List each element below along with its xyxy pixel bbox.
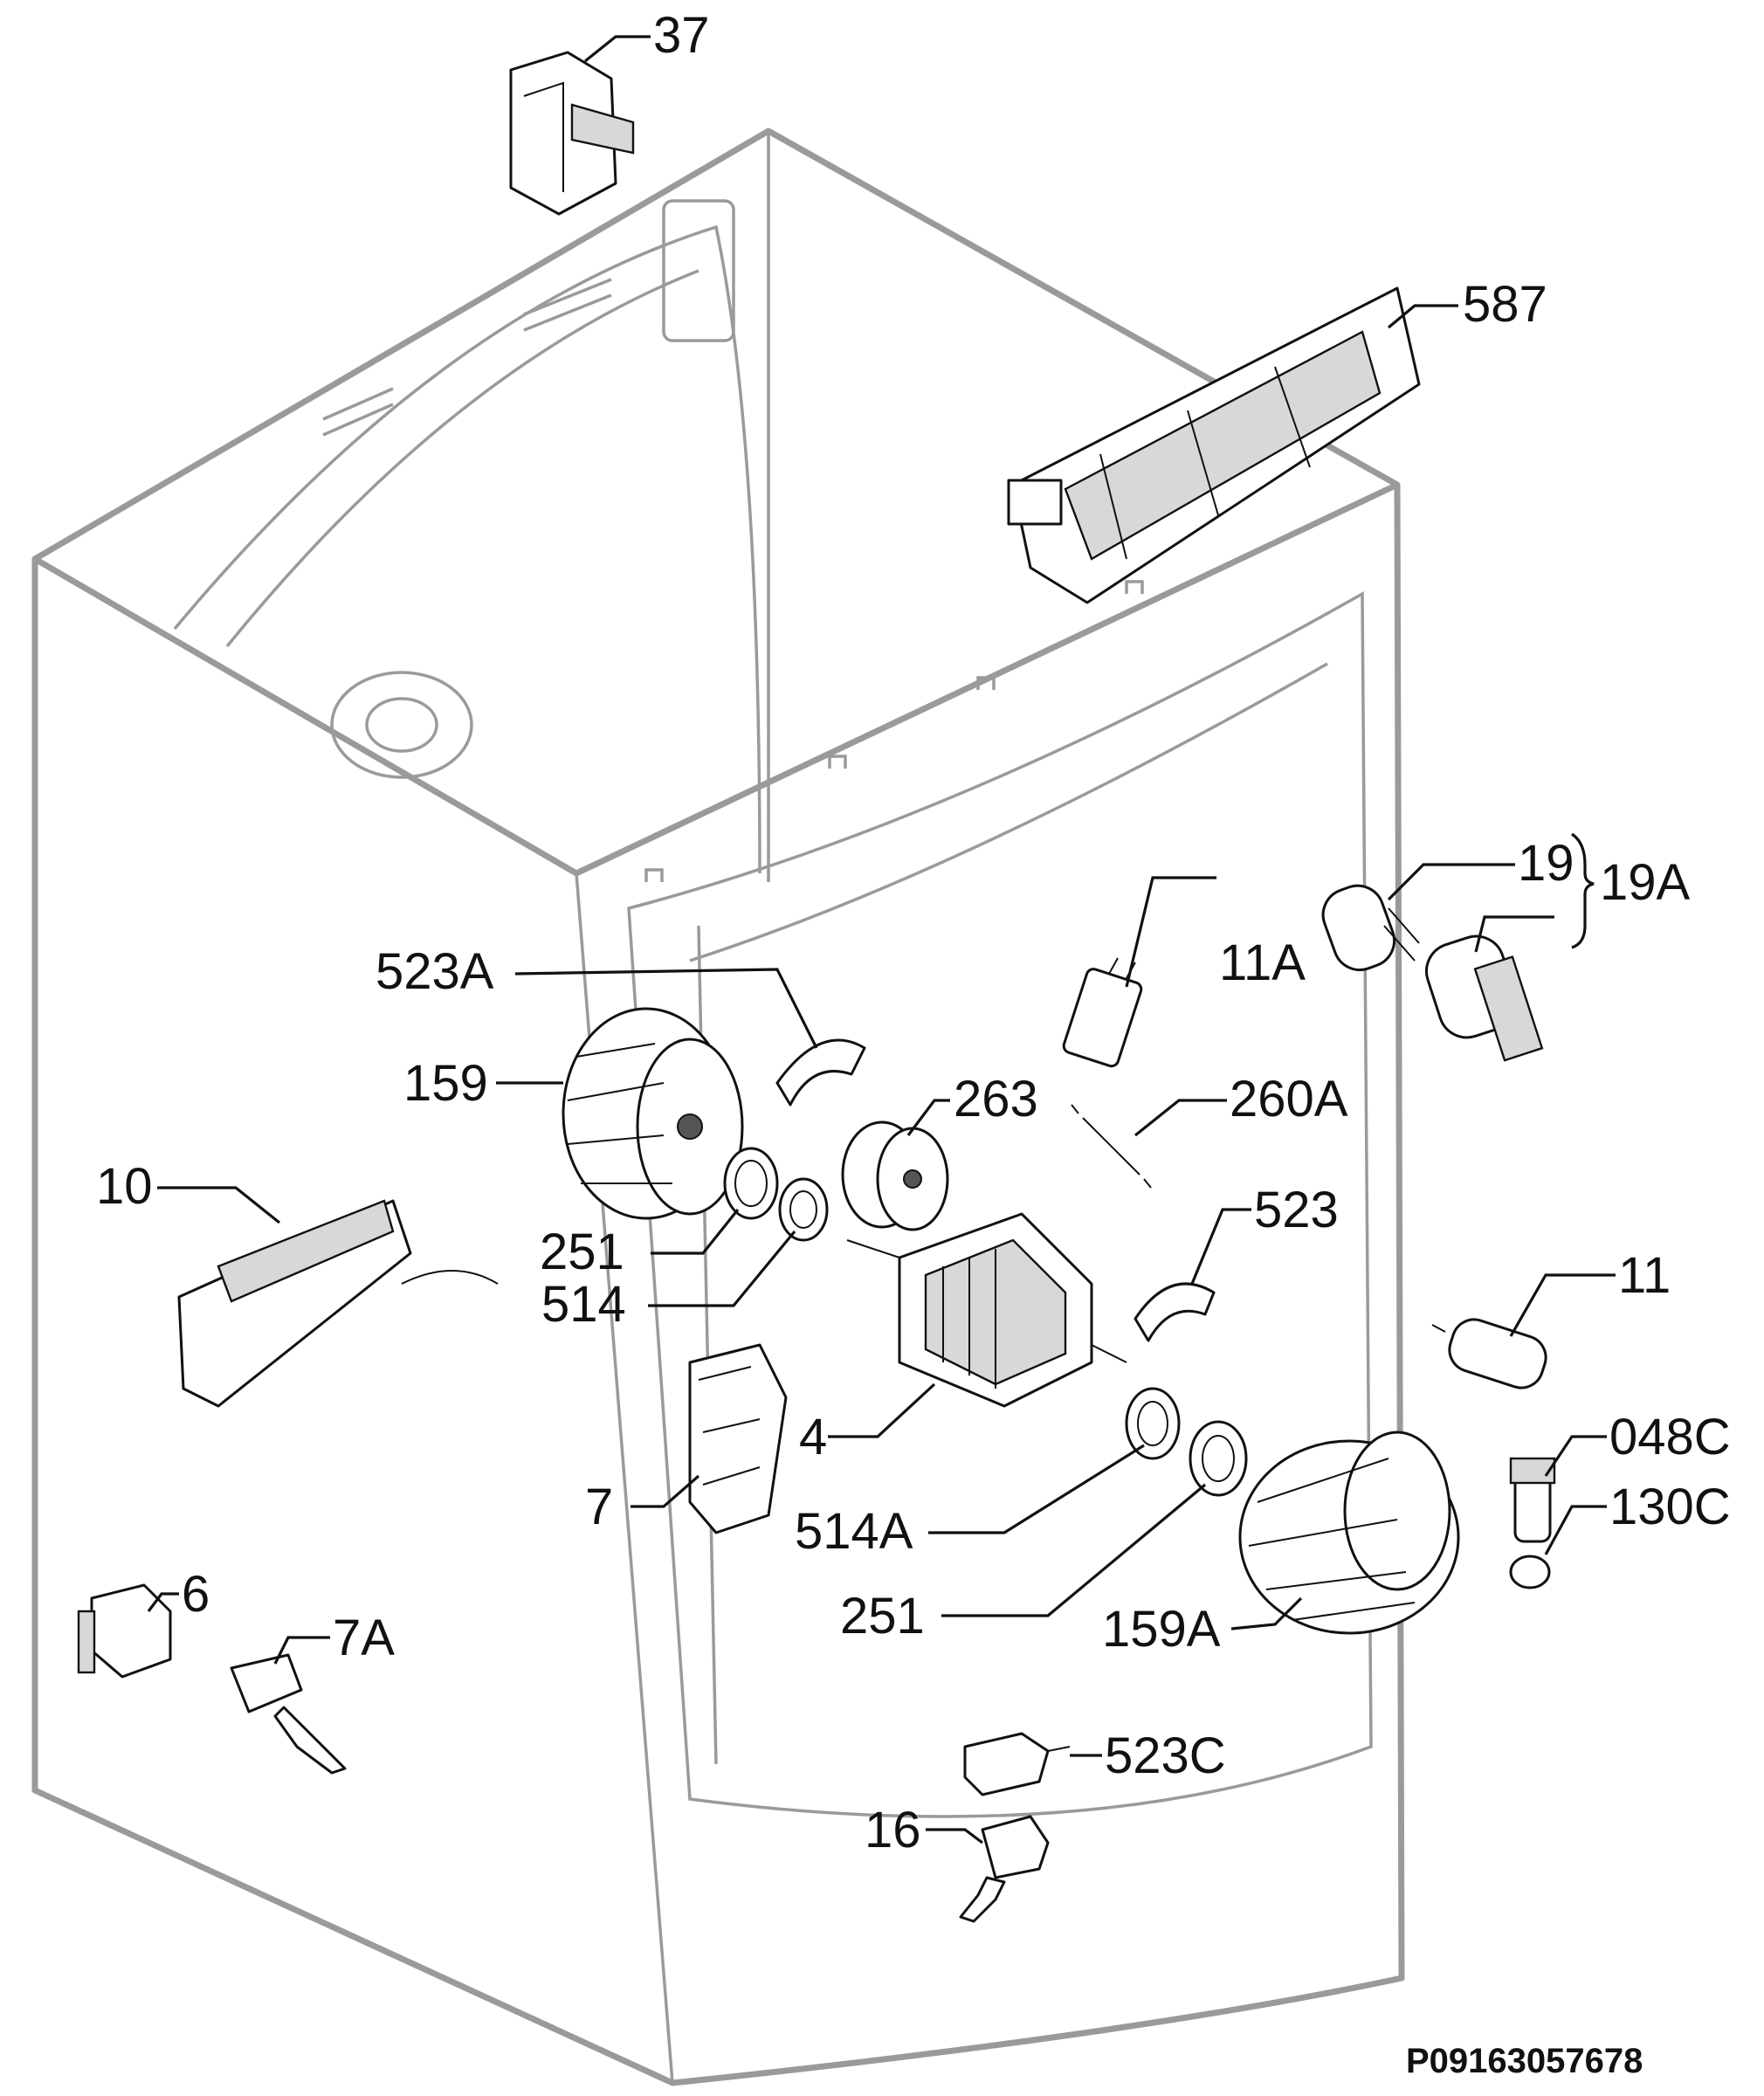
part-7A-micro-switch <box>230 1653 347 1775</box>
label-130C: 130C <box>1609 1479 1731 1535</box>
label-523C: 523C <box>1105 1727 1226 1784</box>
part-263-pulley <box>841 1120 949 1231</box>
part-159-fan-wheel <box>562 1007 744 1220</box>
label-514: 514 <box>541 1276 626 1333</box>
label-7A: 7A <box>333 1610 395 1666</box>
part-19A-filter-housing <box>1425 934 1544 1062</box>
part-130C-nut <box>1509 1555 1551 1589</box>
part-251-seal-lower <box>1189 1420 1248 1497</box>
part-587-control-board <box>1007 286 1421 604</box>
label-251-upper: 251 <box>540 1224 624 1280</box>
label-263: 263 <box>954 1071 1038 1127</box>
part-523C-bracket <box>963 1732 1071 1796</box>
part-523A-bracket <box>775 1038 866 1107</box>
label-159A: 159A <box>1102 1601 1221 1658</box>
part-10-heater <box>177 1199 499 1408</box>
label-7: 7 <box>585 1479 613 1535</box>
label-048C: 048C <box>1609 1409 1731 1465</box>
label-11A: 11A <box>1219 934 1306 991</box>
label-587: 587 <box>1463 276 1547 333</box>
leader-lines <box>147 35 1616 1844</box>
label-251-lower: 251 <box>840 1588 925 1644</box>
part-048C-sensor <box>1509 1457 1556 1543</box>
label-159: 159 <box>403 1055 488 1112</box>
document-id: P09163057678 <box>1406 2042 1643 2080</box>
part-159A-blower-wheel <box>1238 1431 1460 1635</box>
label-523A: 523A <box>376 943 494 1000</box>
bracket-19-19A <box>1571 832 1595 949</box>
part-7-lock-switch <box>688 1343 788 1534</box>
part-260A-spring <box>1071 1104 1152 1189</box>
part-514A-bearing-lower <box>1125 1387 1181 1460</box>
dryer-cabinet <box>31 128 1405 2086</box>
label-10: 10 <box>96 1158 153 1215</box>
part-19-filter <box>1321 884 1420 972</box>
label-19A: 19A <box>1600 854 1691 911</box>
part-514-bearing-upper <box>778 1177 829 1242</box>
label-523: 523 <box>1254 1182 1339 1238</box>
label-4: 4 <box>799 1409 827 1465</box>
label-514A: 514A <box>795 1503 913 1560</box>
label-19: 19 <box>1518 835 1575 892</box>
label-11: 11 <box>1618 1247 1671 1304</box>
part-4-motor <box>846 1212 1127 1408</box>
label-16: 16 <box>865 1802 921 1858</box>
label-6: 6 <box>182 1566 210 1623</box>
part-251-seal-upper <box>723 1147 779 1220</box>
part-523-bracket <box>1134 1282 1216 1342</box>
part-37-door-lock <box>509 51 635 216</box>
part-11-capacitor <box>1431 1318 1547 1389</box>
part-16-switch <box>959 1815 1050 1923</box>
label-37: 37 <box>653 7 710 64</box>
label-260A: 260A <box>1230 1071 1348 1127</box>
